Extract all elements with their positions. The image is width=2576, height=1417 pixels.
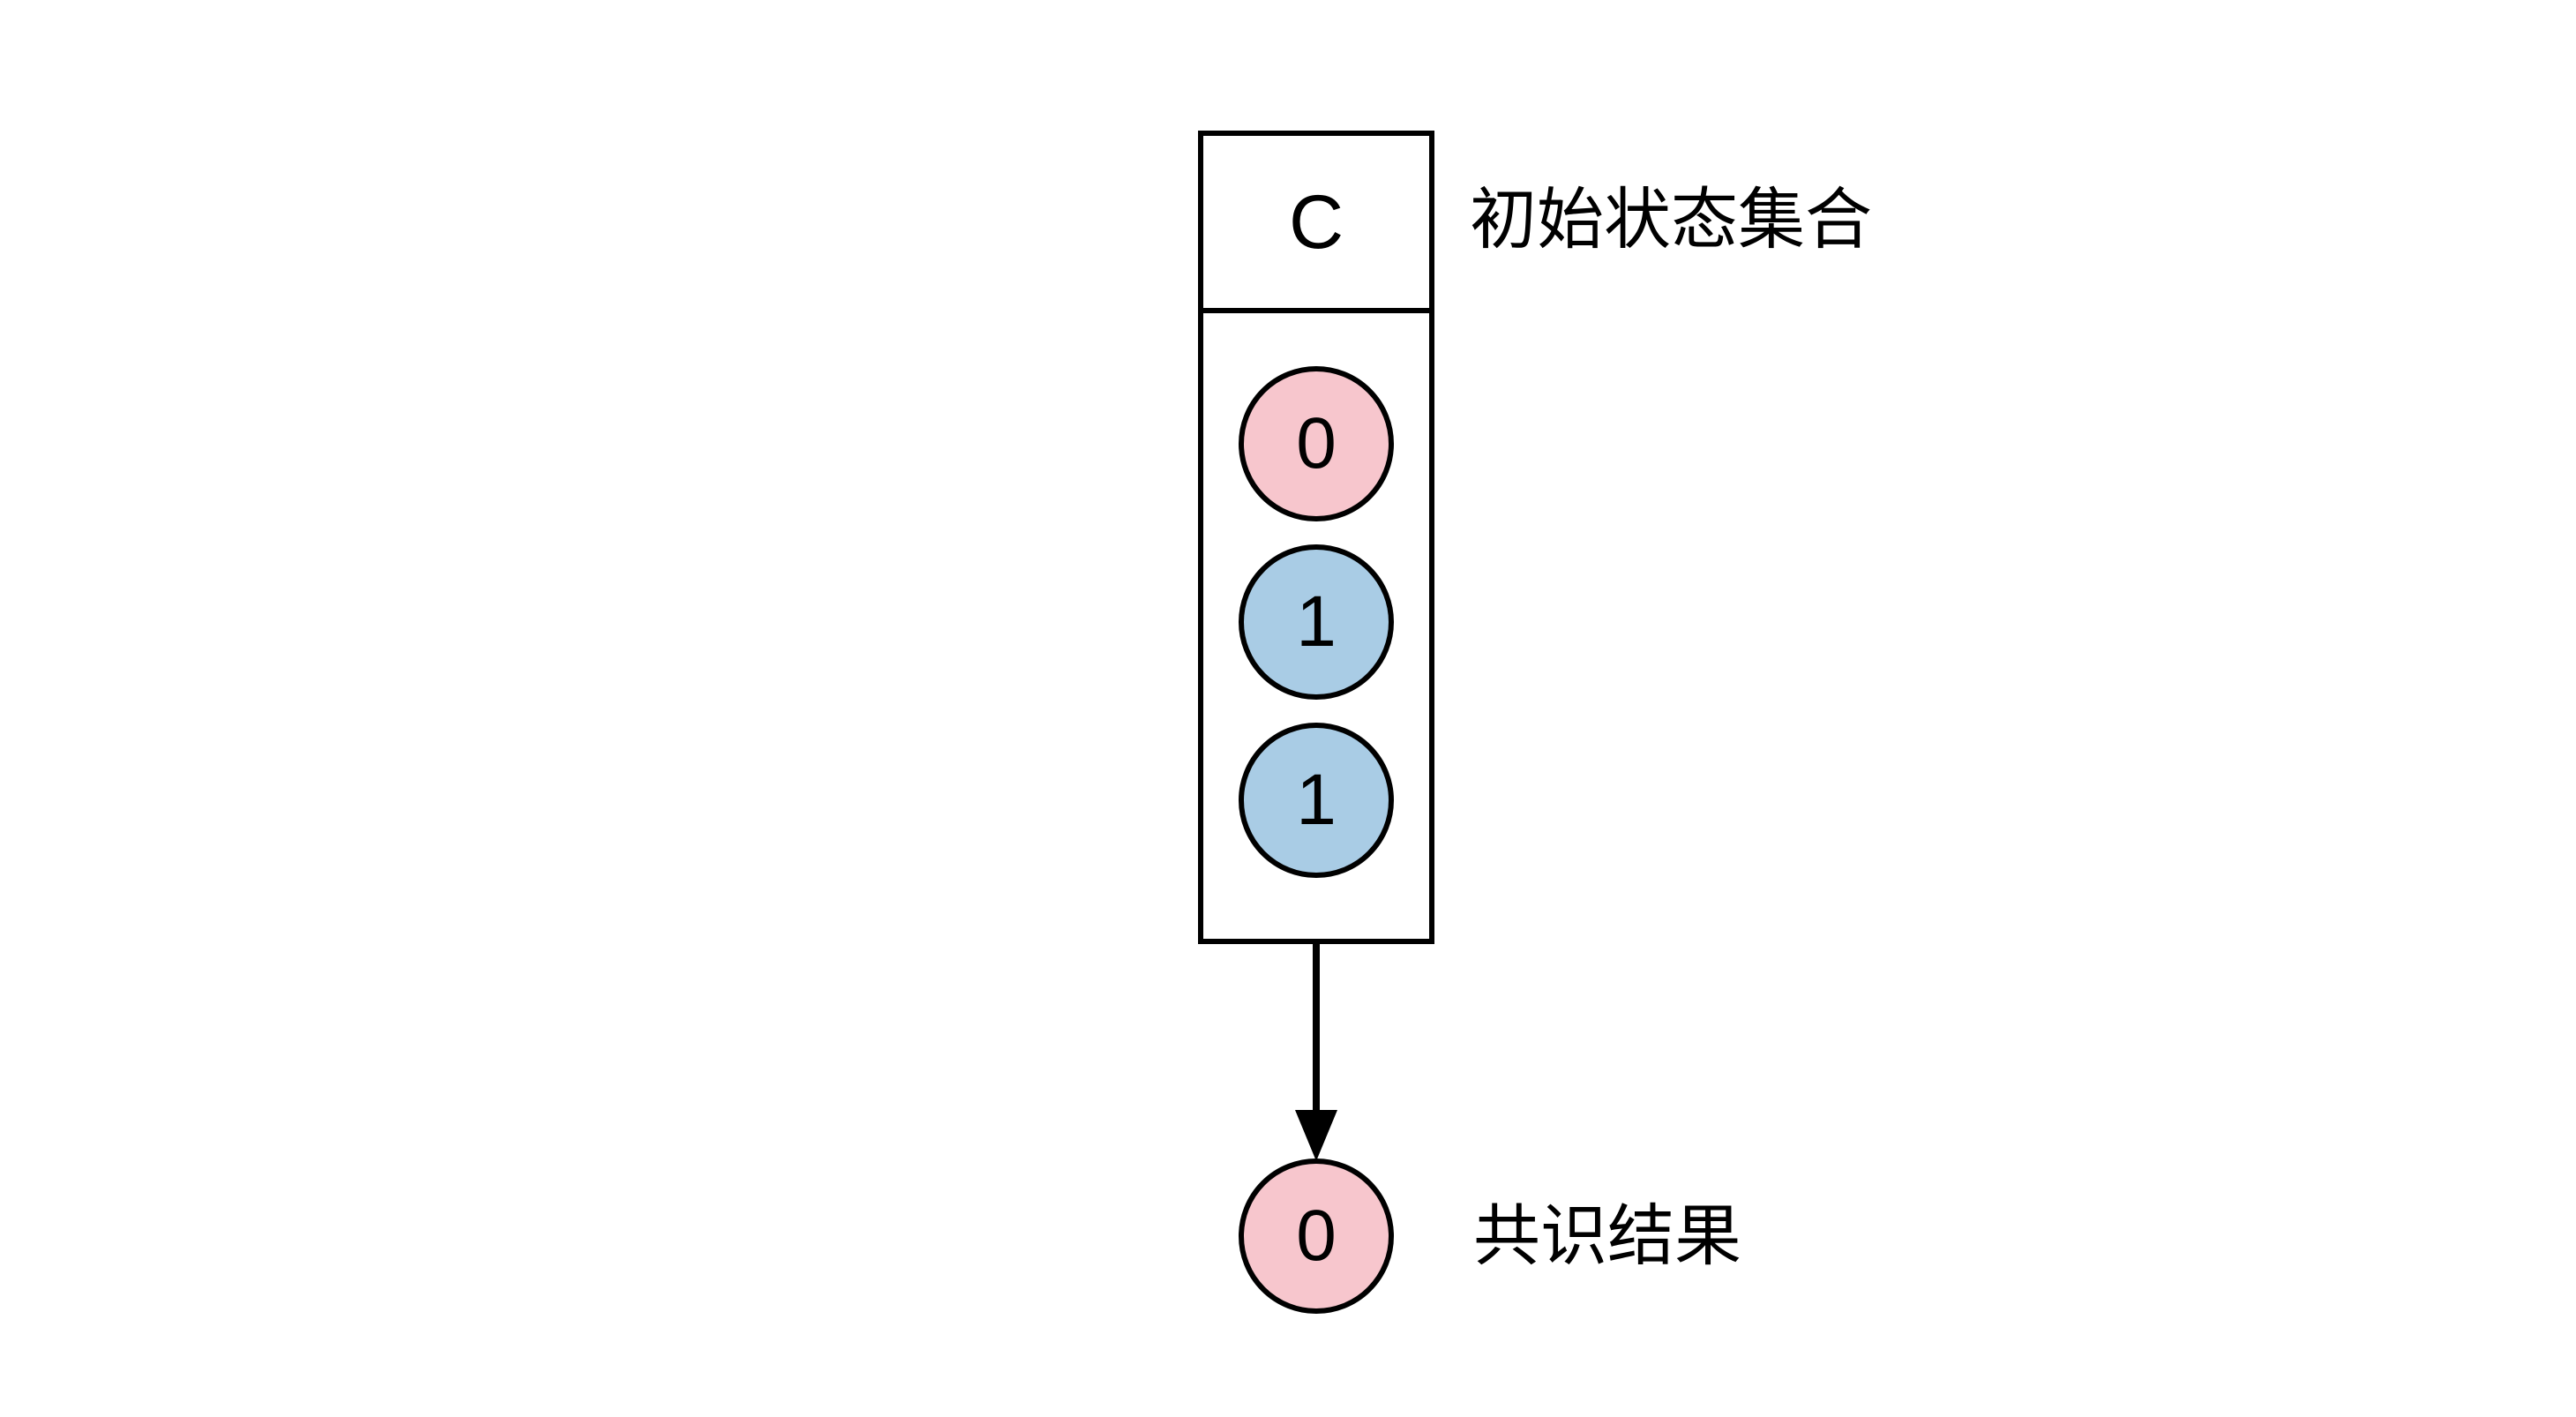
state-set-body: 0 1 1 <box>1203 313 1429 944</box>
state-node: 1 <box>1239 544 1394 700</box>
state-node-label: 1 <box>1296 581 1337 662</box>
state-node-label: 0 <box>1296 403 1337 484</box>
state-node-label: 1 <box>1296 760 1337 840</box>
consensus-result-label: 0 <box>1296 1196 1337 1276</box>
state-set-header: C <box>1203 136 1429 313</box>
down-arrow-icon <box>1295 941 1337 1161</box>
state-node: 1 <box>1239 723 1394 878</box>
state-set-header-label: C <box>1288 179 1344 265</box>
initial-state-set-box: C 0 1 1 <box>1198 131 1434 944</box>
consensus-result-annotation: 共识结果 <box>1473 1199 1741 1274</box>
initial-state-set-annotation: 初始状态集合 <box>1470 183 1872 258</box>
consensus-result-node: 0 <box>1239 1158 1394 1314</box>
state-node: 0 <box>1239 366 1394 521</box>
